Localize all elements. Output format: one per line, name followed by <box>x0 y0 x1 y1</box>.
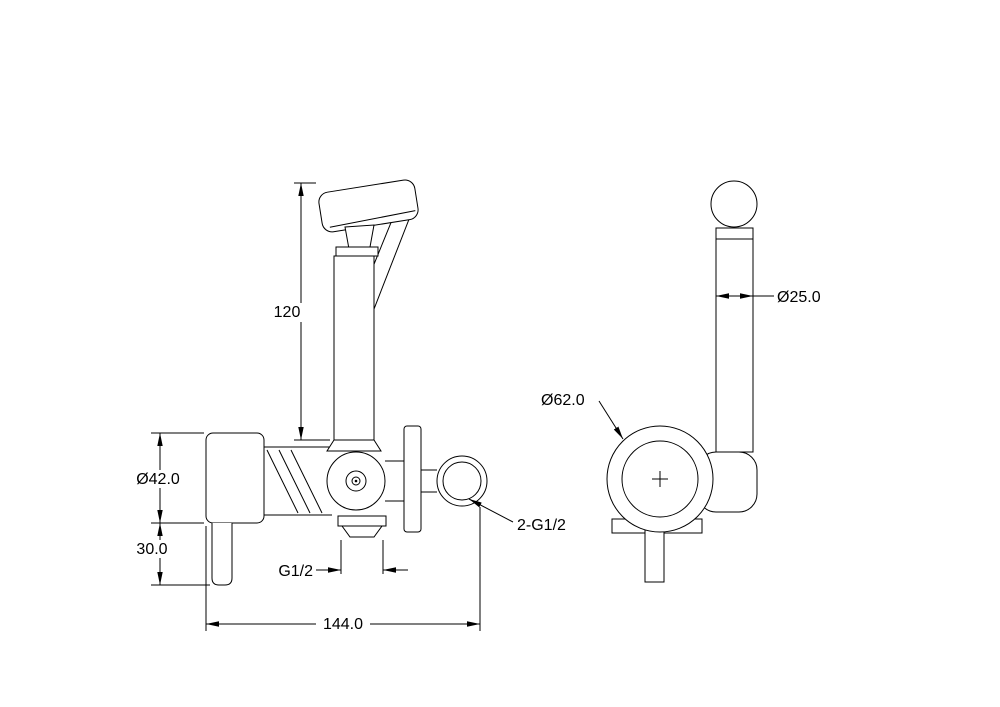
control-knob-outer <box>436 455 488 507</box>
sprayer-tube <box>333 255 375 441</box>
extension-lines <box>340 540 384 574</box>
side-body-inner-circle <box>621 440 699 518</box>
outlet-flange <box>337 515 387 527</box>
leader-2g12: 2-G1/2 <box>468 498 566 534</box>
inlet-pipe <box>211 523 233 586</box>
tube-base-fitting <box>326 439 382 452</box>
control-knob-inner <box>442 461 482 501</box>
hub-to-plate-links <box>385 460 404 502</box>
dim-body-diameter-label: Ø42.0 <box>136 471 180 488</box>
dim-42: Ø42.0 <box>133 432 204 524</box>
leader-line <box>468 498 514 523</box>
valve-body-hatching <box>266 449 323 514</box>
side-view: Ø25.0 Ø62.0 <box>541 180 821 583</box>
dim-text-mask <box>133 470 185 488</box>
sprayer-collar <box>335 246 379 257</box>
center-cross-mark <box>652 471 668 487</box>
dim-text-mask <box>316 615 370 634</box>
wall-plate <box>403 425 422 533</box>
dim-height-label: 120 <box>274 304 301 321</box>
valve-body-mid-edges <box>264 446 332 516</box>
dim-120: 120 <box>270 182 330 441</box>
extension-lines <box>205 507 481 631</box>
dim-bottom-offset-label: 30.0 <box>136 541 167 558</box>
side-tube <box>715 227 754 453</box>
dim-outlet-thread-label: G1/2 <box>278 563 313 580</box>
sprayer-head-split-line <box>329 210 416 228</box>
outlet-fitting <box>341 525 383 538</box>
front-view: 120 Ø42.0 30.0 G1/2 144.0 <box>129 179 566 634</box>
dim-144: 144.0 <box>205 507 481 634</box>
valve-body-left-block <box>205 432 265 524</box>
leader-line <box>598 400 624 440</box>
dim-g12: G1/2 <box>278 540 408 580</box>
valve-hub <box>326 451 386 511</box>
side-sprayer-head <box>710 180 758 228</box>
dim-25: Ø25.0 <box>716 289 821 306</box>
dim-tube-diameter-label: Ø25.0 <box>777 289 821 306</box>
side-valve-body <box>606 425 714 533</box>
leader-62: Ø62.0 <box>541 392 624 440</box>
valve-hub-mid-circle <box>345 470 367 492</box>
valve-hub-inner-circle <box>351 476 361 486</box>
extension-lines <box>294 182 330 441</box>
dim-text-mask <box>129 540 176 558</box>
dim-text-mask <box>270 303 304 322</box>
knob-stem <box>421 469 437 493</box>
dim-side-body-diameter-label: Ø62.0 <box>541 392 585 409</box>
dim-30: 30.0 <box>129 523 210 586</box>
sprayer-neck <box>344 224 375 250</box>
sprayer-head <box>318 179 419 233</box>
dim-inlet-thread-label: 2-G1/2 <box>517 517 566 534</box>
valve-hub-center-dot <box>354 479 358 483</box>
dim-overall-width-label: 144.0 <box>323 616 363 633</box>
